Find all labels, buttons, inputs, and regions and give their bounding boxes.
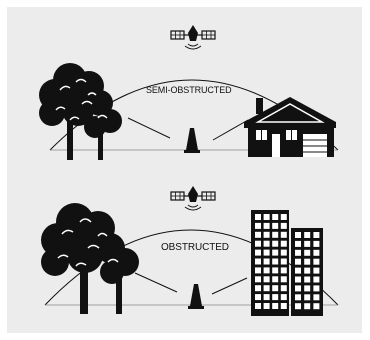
satellite-icon <box>170 24 216 50</box>
panel-obstructed <box>41 185 339 316</box>
label-semi-obstructed: SEMI-OBSTRUCTED <box>146 85 232 95</box>
house-icon <box>244 97 336 157</box>
satellite-icon <box>170 185 216 211</box>
building-windows <box>255 214 320 310</box>
signal-line <box>212 119 249 141</box>
signal-line <box>127 117 171 139</box>
building-icon <box>251 210 323 316</box>
antenna-icon <box>188 284 204 309</box>
panel-semi-obstructed <box>39 24 339 160</box>
tree-icon <box>39 63 122 160</box>
antenna-icon <box>184 128 200 153</box>
signal-line <box>211 277 248 295</box>
signal-line <box>134 272 178 293</box>
tree-icon <box>41 203 139 314</box>
label-obstructed: OBSTRUCTED <box>161 242 229 253</box>
